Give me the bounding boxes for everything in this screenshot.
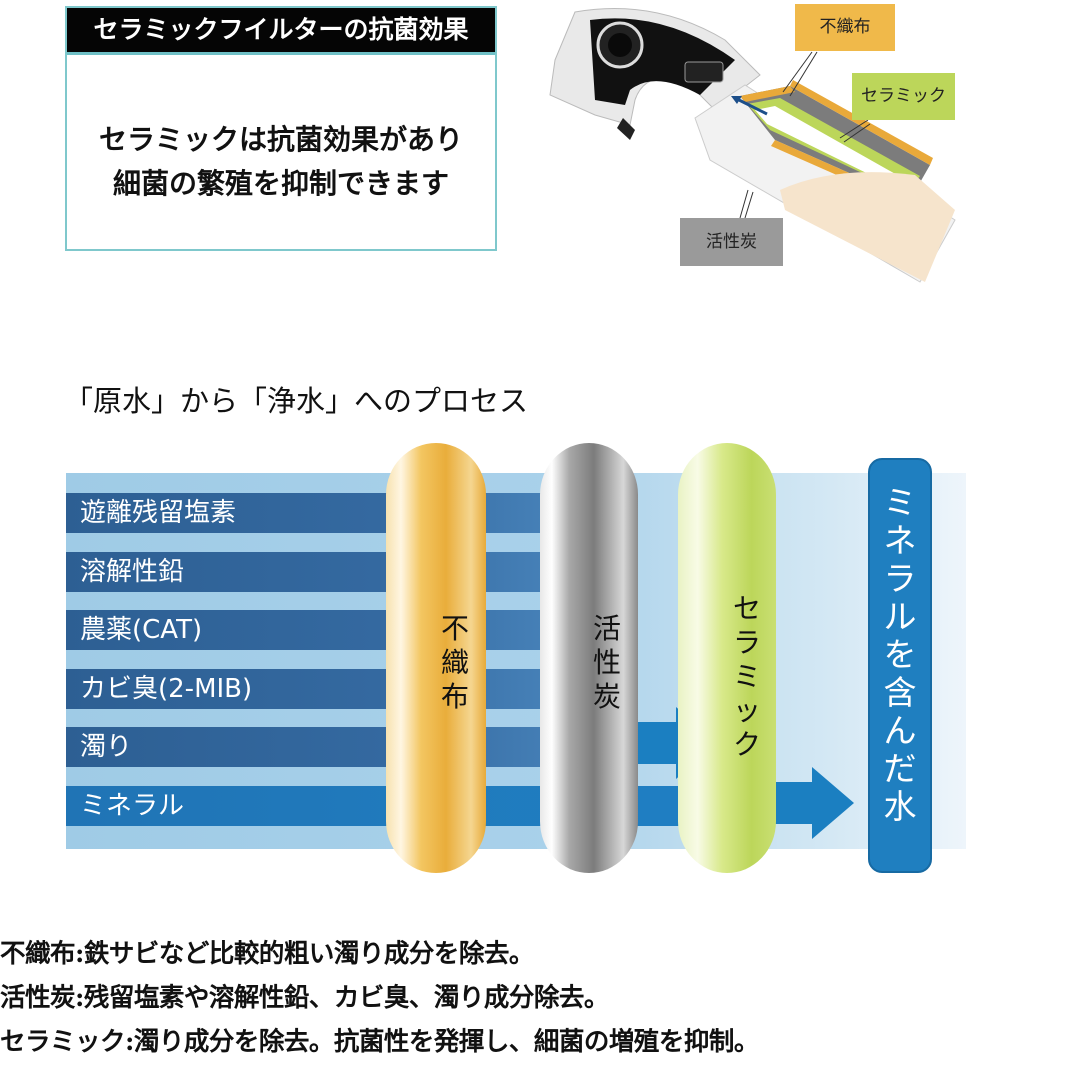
label-nonwoven: 不織布 (795, 4, 895, 51)
filter-label-ceramic: セ ラ ミ ッ ク (732, 592, 761, 761)
output-mineral-water: ミ ネ ラ ル を 含 ん だ 水 (868, 458, 932, 873)
arrow-to-output-body (770, 782, 816, 824)
card-body-line-1: セラミックは抗菌効果があり (98, 123, 463, 156)
filter-ring-nonwoven (386, 443, 486, 873)
card-body-line-2: 細菌の繁殖を抑制できます (112, 167, 449, 200)
shower-head-illustration (549, 8, 956, 283)
process-title: 「原水」から「浄水」へのプロセス (64, 384, 529, 418)
arrow-to-output-head (812, 767, 854, 839)
label-activated-carbon: 活性炭 (680, 218, 783, 266)
note-ceramic: セラミック:濁り成分を除去。抗菌性を発揮し、細菌の増殖を抑制。 (0, 1027, 759, 1057)
card-title: セラミックフイルターの抗菌効果 (67, 8, 495, 55)
filter-ring-ceramic (678, 443, 776, 873)
filter-label-activated-carbon: 活 性 炭 (592, 612, 621, 713)
input-row-pesticide: 農薬(CAT) (66, 610, 586, 650)
input-row-turbidity: 濁り (66, 727, 606, 767)
card-body: セラミックは抗菌効果があり 細菌の繁殖を抑制できます (67, 118, 495, 206)
filter-descriptions: 不織布:鉄サビなど比較的粗い濁り成分を除去。 活性炭:残留塩素や溶解性鉛、カビ臭… (0, 932, 1080, 1064)
input-row-free-chlorine: 遊離残留塩素 (66, 493, 586, 533)
filter-label-nonwoven: 不 織 布 (440, 612, 469, 713)
filter-ring-activated-carbon (540, 443, 638, 873)
note-activated-carbon: 活性炭:残留塩素や溶解性鉛、カビ臭、濁り成分除去。 (0, 983, 609, 1013)
note-nonwoven: 不織布:鉄サビなど比較的粗い濁り成分を除去。 (0, 939, 534, 969)
ceramic-info-card: セラミックフイルターの抗菌効果 セラミックは抗菌効果があり 細菌の繁殖を抑制でき… (65, 6, 497, 251)
label-ceramic: セラミック (852, 73, 955, 120)
input-row-mold-odor: カビ臭(2-MIB) (66, 669, 586, 709)
arrow-to-ceramic-body (632, 722, 680, 764)
input-row-dissolved-lead: 溶解性鉛 (66, 552, 586, 592)
